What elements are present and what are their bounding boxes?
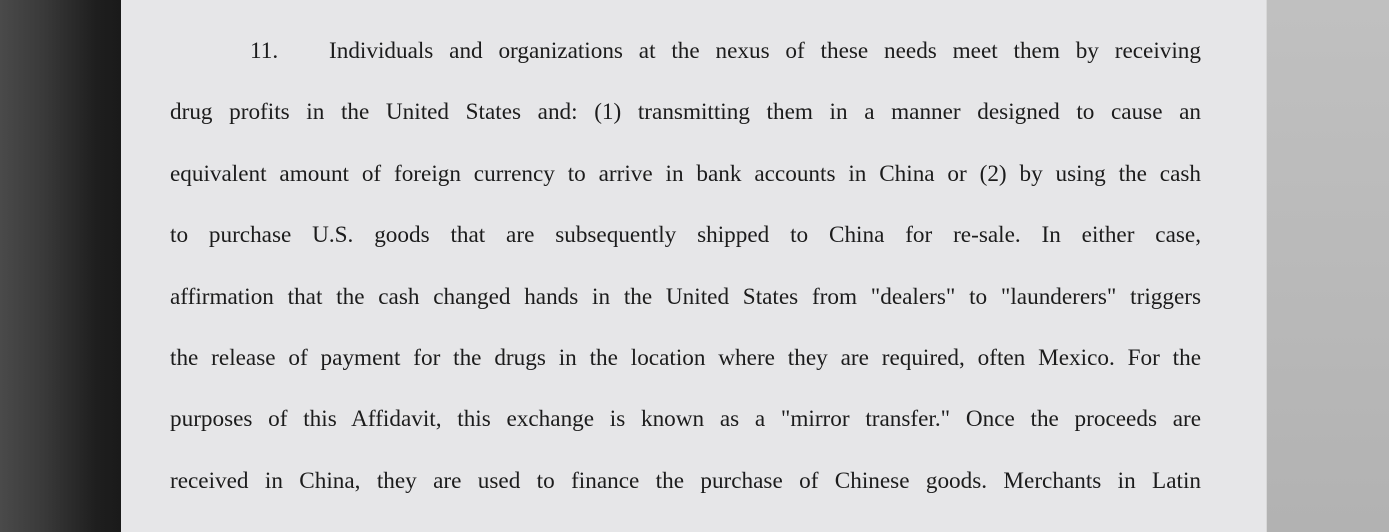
dark-backdrop-left	[0, 0, 121, 532]
paragraph-number: 11.	[250, 38, 279, 64]
gray-backdrop-right	[1266, 0, 1389, 532]
text-line-4: to purchase U.S. goods that are subseque…	[170, 222, 1201, 248]
document-page: 11. Individuals and organizations at the…	[121, 0, 1266, 532]
text-line-7: purposes of this Affidavit, this exchang…	[170, 406, 1201, 432]
text-line-8: received in China, they are used to fina…	[170, 468, 1201, 494]
text-line-2: drug profits in the United States and: (…	[170, 99, 1201, 125]
text-line-1: Individuals and organizations at the nex…	[329, 38, 1201, 64]
text-line-3: equivalent amount of foreign currency to…	[170, 161, 1201, 187]
text-line-6: the release of payment for the drugs in …	[170, 345, 1201, 371]
text-line-5: affirmation that the cash changed hands …	[170, 284, 1201, 310]
